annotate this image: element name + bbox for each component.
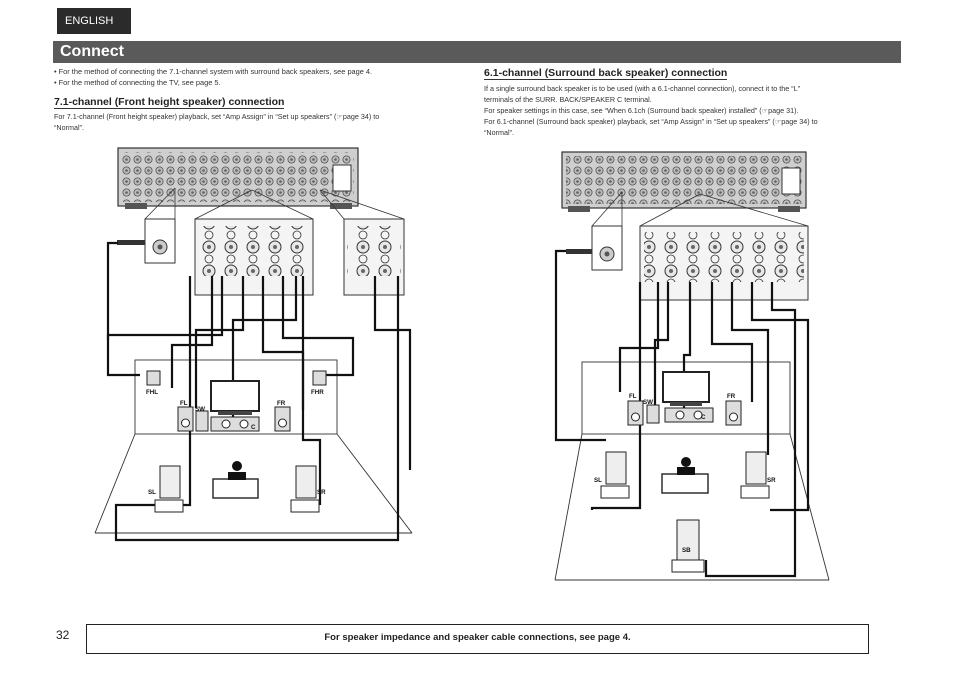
preout-callout xyxy=(117,218,176,264)
preout-callout-2 xyxy=(566,225,623,271)
front-right-speaker xyxy=(274,406,291,432)
label-sr: SR xyxy=(317,489,326,496)
surround-right-speaker xyxy=(290,465,320,513)
label-fr: FR xyxy=(277,400,286,407)
speaker-terminals-callout-2 xyxy=(639,225,809,301)
surround-left-speaker xyxy=(154,465,184,513)
front-left-speaker-2 xyxy=(627,400,644,426)
label-fl: FL xyxy=(180,400,188,407)
surround-back-text-line-2: terminals of the SURR. BACK/SPEAKER C te… xyxy=(484,95,652,104)
surround-back-text-line-4: For 6.1-channel (Surround back speaker) … xyxy=(484,117,818,126)
label-fhr: FHR xyxy=(311,389,324,396)
listener-2 xyxy=(661,457,709,494)
center-speaker xyxy=(210,416,260,432)
section-title-surround-back: 6.1-channel (Surround back speaker) conn… xyxy=(484,67,728,80)
label-c-2: C xyxy=(701,414,706,421)
title-bar xyxy=(53,41,901,63)
listener xyxy=(212,461,259,499)
room-outline xyxy=(94,359,413,534)
receiver-rear-panel xyxy=(117,147,359,209)
footer-note: For speaker impedance and speaker cable … xyxy=(324,632,631,643)
subwoofer xyxy=(195,410,209,432)
label-sw: SW xyxy=(195,406,205,413)
tv-2 xyxy=(662,371,710,406)
label-sb: SB xyxy=(682,547,691,554)
surround-back-text-line-3: For speaker settings in this case, see “… xyxy=(484,106,799,115)
speaker-cables-2 xyxy=(554,249,810,578)
page-number: 32 xyxy=(56,628,70,642)
surround-back-speaker xyxy=(671,519,705,573)
front-height-left-speaker xyxy=(146,370,161,386)
speaker-cables xyxy=(106,241,412,542)
label-sr-2: SR xyxy=(767,477,776,484)
receiver-rear-panel-2 xyxy=(561,151,807,212)
surround-right-speaker-2 xyxy=(740,451,770,499)
label-fl-2: FL xyxy=(629,393,637,400)
label-sw-2: SW xyxy=(643,399,653,406)
label-sl-2: SL xyxy=(594,477,602,484)
room-outline-2 xyxy=(554,361,830,581)
language-tab: ENGLISH xyxy=(57,8,131,34)
surround-back-text-line-1: If a single surround back speaker is to … xyxy=(484,84,801,93)
note-tv: • For the method of connecting the TV, s… xyxy=(54,78,221,87)
label-c: C xyxy=(251,424,256,431)
speaker-terminals-callout-main xyxy=(194,218,314,296)
section-title-front-height: 7.1-channel (Front height speaker) conne… xyxy=(54,96,285,109)
note-surround-back: • For the method of connecting the 7.1-c… xyxy=(54,67,373,76)
front-height-text-line-1: For 7.1-channel (Front height speaker) p… xyxy=(54,112,380,121)
surround-left-speaker-2 xyxy=(600,451,630,499)
page-title: Connect xyxy=(60,43,124,60)
tv xyxy=(210,380,260,415)
label-sl: SL xyxy=(148,489,156,496)
center-speaker-2 xyxy=(664,407,714,423)
footer-note-box xyxy=(86,624,869,654)
surround-back-text-line-5: “Normal”. xyxy=(484,128,514,137)
front-height-text-line-2: “Normal”. xyxy=(54,123,84,132)
subwoofer-2 xyxy=(646,404,660,424)
label-fr-2: FR xyxy=(727,393,736,400)
label-fhl: FHL xyxy=(146,389,158,396)
front-left-speaker xyxy=(177,406,194,432)
front-right-speaker-2 xyxy=(725,400,742,426)
front-height-right-speaker xyxy=(312,370,327,386)
